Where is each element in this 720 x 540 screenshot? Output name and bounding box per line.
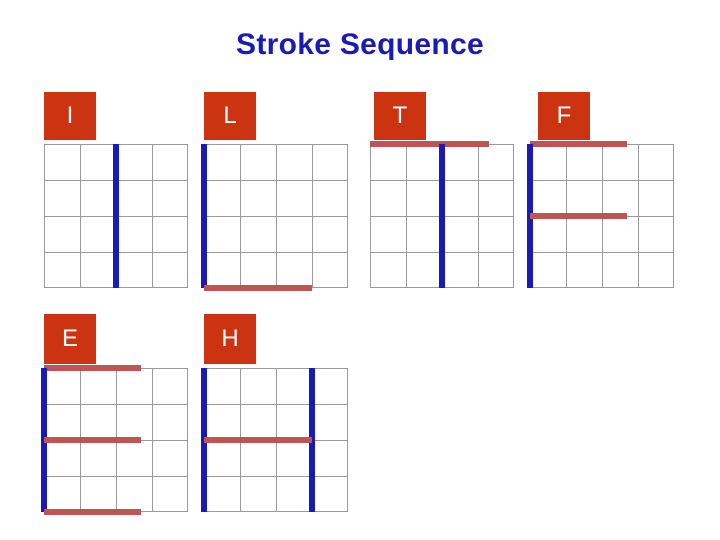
grid-line-horizontal — [204, 404, 348, 405]
stroke-horizontal — [204, 437, 312, 443]
letter-badge-t: T — [374, 92, 426, 140]
letter-grid-e — [41, 365, 188, 515]
letter-badge-h: H — [204, 314, 256, 364]
stroke-vertical — [201, 144, 207, 288]
stroke-horizontal — [370, 141, 489, 147]
grid-line-horizontal — [530, 180, 674, 181]
grid-line-horizontal — [204, 180, 348, 181]
stroke-horizontal — [204, 285, 312, 291]
letter-grid-i — [44, 144, 188, 288]
grid-line-horizontal — [44, 476, 188, 477]
letter-grid-l — [201, 144, 348, 291]
page-title: Stroke Sequence — [236, 28, 484, 61]
letter-grid-f — [527, 141, 674, 288]
grid-line-horizontal — [204, 476, 348, 477]
letter-badge-f: F — [538, 92, 590, 140]
letter-grid-t — [370, 141, 514, 288]
letter-badge-l: L — [204, 92, 256, 140]
stroke-vertical — [309, 368, 315, 512]
grid-line-horizontal — [44, 404, 188, 405]
stroke-vertical — [439, 144, 445, 288]
stroke-horizontal — [44, 437, 142, 443]
stroke-horizontal — [44, 509, 142, 515]
letter-badge-e: E — [44, 314, 96, 364]
grid-line-horizontal — [204, 252, 348, 253]
letter-grid-h — [201, 368, 348, 512]
stroke-horizontal — [44, 365, 142, 371]
grid-line-horizontal — [530, 252, 674, 253]
stroke-vertical — [113, 144, 119, 288]
stroke-horizontal — [530, 141, 628, 147]
stroke-horizontal — [530, 213, 628, 219]
grid-line-horizontal — [204, 216, 348, 217]
letter-badge-i: I — [44, 92, 96, 140]
